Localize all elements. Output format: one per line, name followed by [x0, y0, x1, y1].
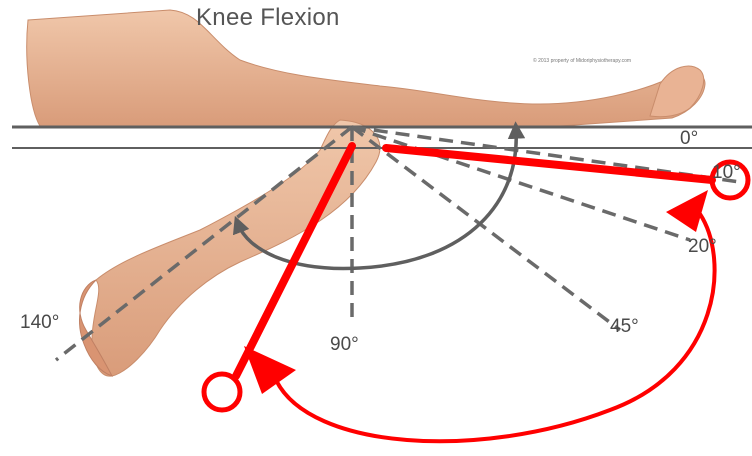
torso-thigh-shape: [27, 10, 705, 126]
angle-label-90: 90°: [330, 334, 359, 356]
guide-140-deg: [56, 127, 352, 360]
angle-label-0: 0°: [680, 128, 698, 150]
red-arrowhead-lower: [244, 346, 296, 394]
straight-foot-shape: [650, 66, 704, 117]
red-arrowhead-upper: [666, 190, 708, 232]
diagram-title: Knee Flexion: [196, 4, 340, 32]
red-curved-arrow: [276, 214, 715, 441]
red-line-extension: [386, 148, 712, 180]
red-circle-flexion: [204, 374, 240, 410]
copyright-text: © 2013 property of Midoriphysiotherapy.c…: [533, 58, 631, 64]
angle-label-10: 10°: [712, 162, 741, 184]
angle-label-20: 20°: [688, 236, 717, 258]
guide-20-deg: [352, 127, 690, 240]
angle-label-140: 140°: [20, 312, 59, 334]
angle-label-45: 45°: [610, 316, 639, 338]
